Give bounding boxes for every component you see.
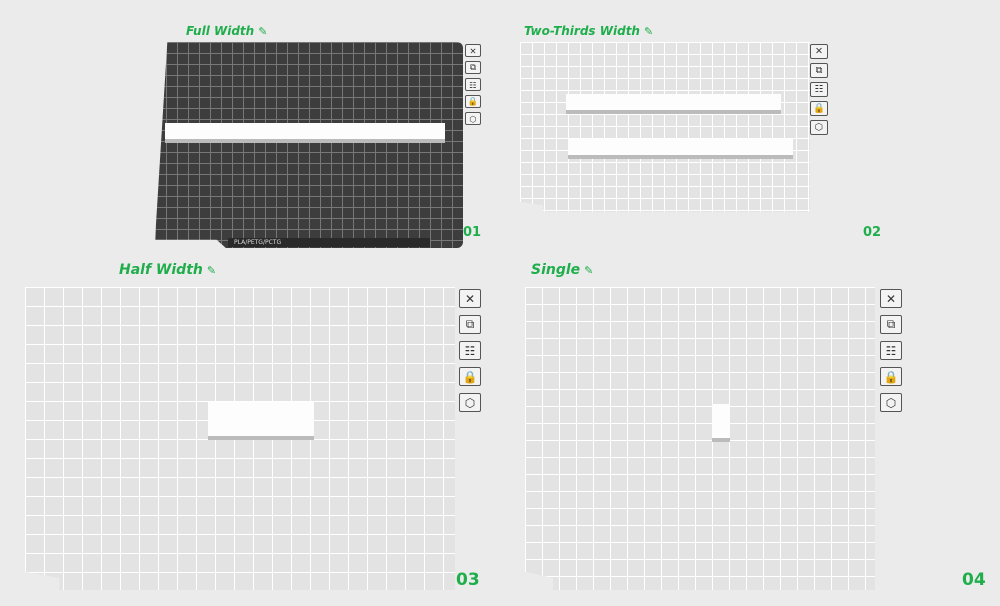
lock-button[interactable]: 🔒: [810, 101, 828, 116]
auto-arrange-button[interactable]: ⧉: [880, 315, 902, 334]
close-button[interactable]: ✕: [465, 44, 481, 57]
close-icon: ✕: [885, 291, 897, 306]
plate-name: Single: [531, 262, 581, 278]
plate-label-strip: PLA/PETG/PCTG: [228, 238, 430, 247]
orient-icon: ⬡: [464, 395, 476, 410]
plate-settings-button[interactable]: ☷: [465, 78, 481, 91]
object[interactable]: [208, 402, 314, 436]
plate-bed-1[interactable]: [155, 42, 463, 248]
filament-type: PLA/PETG/PCTG: [234, 239, 282, 246]
lock-button[interactable]: 🔒: [880, 367, 902, 386]
plate-settings-icon: ☷: [464, 343, 476, 358]
orient-button[interactable]: ⬡: [465, 112, 481, 125]
plate-toolbar-2: ✕ ⧉ ☷ 🔒 ⬡: [810, 44, 828, 135]
edit-icon[interactable]: ✎: [643, 24, 654, 38]
lock-icon: 🔒: [813, 103, 825, 114]
auto-arrange-button[interactable]: ⧉: [459, 315, 481, 334]
close-icon: ✕: [814, 46, 824, 57]
edit-icon[interactable]: ✎: [584, 263, 594, 277]
orient-icon: ⬡: [814, 122, 824, 133]
plate-settings-icon: ☷: [469, 79, 477, 90]
auto-arrange-icon: ⧉: [465, 317, 475, 331]
close-button[interactable]: ✕: [810, 44, 828, 59]
plate-name: Half Width: [119, 262, 203, 278]
plate-title-4[interactable]: Single✎: [531, 262, 593, 278]
plate-number-2: 02: [863, 225, 882, 240]
close-button[interactable]: ✕: [459, 289, 481, 308]
plate-bed-4[interactable]: [525, 287, 875, 590]
orient-button[interactable]: ⬡: [459, 393, 481, 412]
edit-icon[interactable]: ✎: [206, 263, 217, 277]
auto-arrange-icon: ⧉: [815, 65, 823, 76]
lock-icon: 🔒: [467, 96, 479, 106]
plate-settings-button[interactable]: ☷: [880, 341, 902, 360]
orient-icon: ⬡: [885, 395, 897, 410]
plate-title-2[interactable]: Two-Thirds Width✎: [524, 24, 653, 38]
object[interactable]: [165, 123, 445, 139]
plate-number-3: 03: [456, 570, 480, 590]
lock-button[interactable]: 🔒: [465, 95, 481, 108]
lock-button[interactable]: 🔒: [459, 367, 481, 386]
plate-number-1: 01: [463, 225, 482, 240]
orient-icon: ⬡: [469, 113, 477, 124]
close-icon: ✕: [464, 291, 476, 306]
auto-arrange-button[interactable]: ⧉: [465, 61, 481, 74]
plate-settings-icon: ☷: [814, 84, 824, 95]
edit-icon[interactable]: ✎: [258, 24, 268, 38]
object[interactable]: [712, 404, 730, 438]
lock-icon: 🔒: [883, 369, 899, 384]
plate-bed-2[interactable]: [520, 42, 810, 212]
plate-bed-3[interactable]: [25, 287, 455, 590]
auto-arrange-icon: ⧉: [470, 62, 476, 72]
auto-arrange-icon: ⧉: [886, 317, 896, 331]
plate-settings-button[interactable]: ☷: [459, 341, 481, 360]
plate-title-3[interactable]: Half Width✎: [119, 262, 216, 278]
plate-title-1[interactable]: Full Width✎: [186, 24, 267, 38]
plate-name: Full Width: [186, 24, 255, 38]
plate-name: Two-Thirds Width: [524, 24, 640, 38]
plate-toolbar-4: ✕ ⧉ ☷ 🔒 ⬡: [880, 289, 902, 412]
orient-button[interactable]: ⬡: [880, 393, 902, 412]
close-button[interactable]: ✕: [880, 289, 902, 308]
orient-button[interactable]: ⬡: [810, 120, 828, 135]
plate-settings-icon: ☷: [885, 343, 897, 358]
plate-settings-button[interactable]: ☷: [810, 82, 828, 97]
plate-toolbar-1: ✕ ⧉ ☷ 🔒 ⬡: [465, 44, 481, 125]
close-icon: ✕: [469, 45, 477, 56]
lock-icon: 🔒: [462, 369, 478, 384]
plate-number-4: 04: [962, 570, 986, 590]
object[interactable]: [566, 94, 781, 110]
auto-arrange-button[interactable]: ⧉: [810, 63, 828, 78]
object[interactable]: [568, 139, 793, 155]
plate-toolbar-3: ✕ ⧉ ☷ 🔒 ⬡: [459, 289, 481, 412]
